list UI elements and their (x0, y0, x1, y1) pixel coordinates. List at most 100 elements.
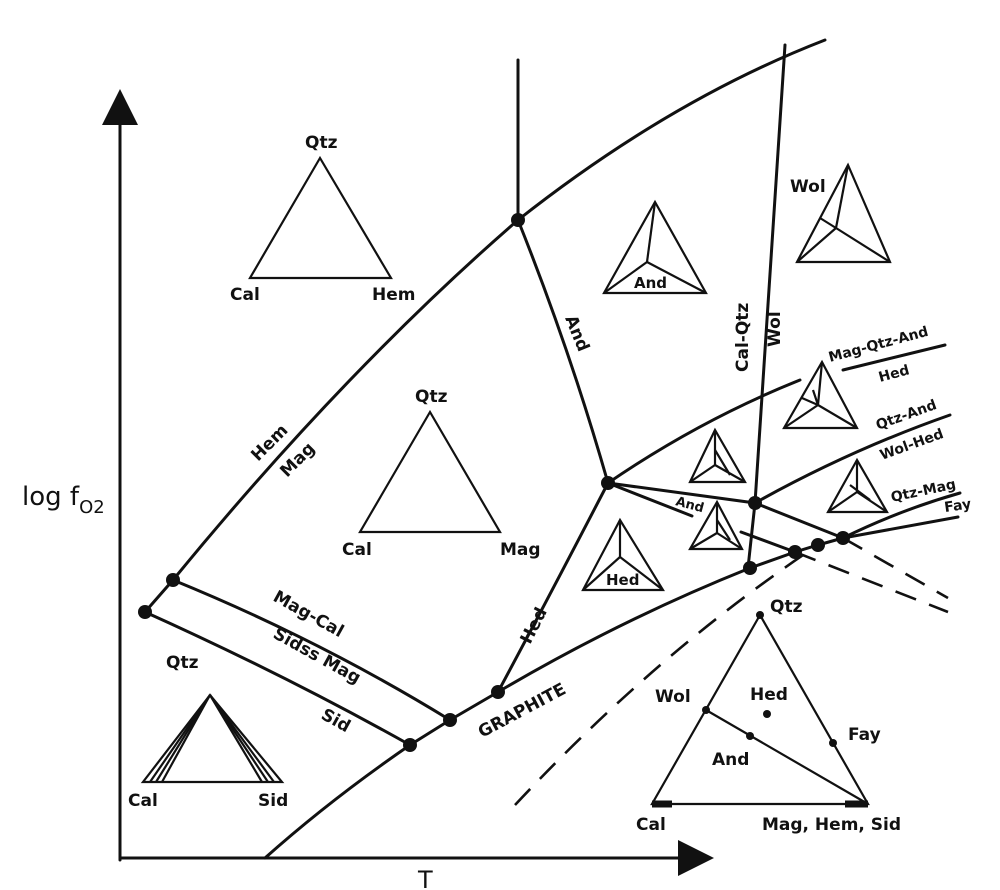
tetra-edge (582, 556, 621, 591)
tri3-left: Cal (128, 791, 158, 811)
tetra-edge (783, 404, 819, 429)
tri3-top: Qtz (166, 653, 199, 673)
ternary-lower-left (140, 693, 285, 784)
lower-boundary (263, 743, 412, 860)
tetra-mag-qtz-and (782, 359, 859, 430)
tetra-edge (819, 217, 837, 229)
tri4-fay: Fay (848, 725, 881, 745)
tetra-edge (619, 556, 664, 591)
tri4-wol: Wol (655, 687, 691, 707)
tie-line (209, 694, 275, 783)
tetra-edge (816, 361, 824, 406)
dashed-boundary-2 (794, 550, 949, 614)
tie-line (161, 694, 211, 783)
invariant-point (511, 213, 525, 227)
wol-tie-line (705, 709, 869, 805)
invariant-point (491, 685, 505, 699)
tri4-hed: Hed (750, 685, 788, 705)
tri2-top: Qtz (415, 387, 448, 407)
composition-point (829, 739, 837, 747)
tri4-left: Cal (636, 815, 666, 835)
tri2-left: Cal (342, 540, 372, 560)
tetra-and (602, 199, 708, 295)
tetra-wol (795, 162, 892, 264)
tetra-edge (716, 519, 731, 541)
tri4-and: And (712, 750, 749, 770)
label-cal-qtz: Cal-Qtz (733, 303, 753, 372)
tetra-edge (827, 491, 858, 513)
qtz-mag-boundary (841, 491, 962, 540)
mag-qtz-and-hed-line (841, 343, 947, 372)
tetra-edge (646, 261, 707, 294)
invariant-point (601, 476, 615, 490)
mag-qtz-and-boundary (606, 378, 802, 485)
ternary-middle (358, 409, 502, 534)
label-and-small: And (674, 494, 706, 516)
invariant-point (788, 545, 802, 559)
tetra-edge (603, 261, 648, 294)
tri1-right: Hem (372, 285, 415, 305)
tetra-hed-label: Hed (606, 571, 639, 589)
tetra-edge (801, 396, 819, 407)
label-mag: Mag (276, 439, 319, 482)
tetra-edge (796, 227, 837, 263)
tetra-edge (817, 404, 858, 429)
invariant-point (836, 531, 850, 545)
tetra-edge (716, 532, 743, 550)
label-hed: Hed (517, 604, 552, 647)
tetra-edge (811, 389, 820, 406)
short-boundary (143, 578, 175, 614)
label-hed-2: Hed (877, 362, 911, 386)
ternary-upper-left (248, 155, 393, 280)
composition-point (702, 706, 710, 714)
label-fay: Fay (943, 496, 972, 516)
composition-point (763, 710, 771, 718)
tetra-and-label: And (634, 274, 667, 292)
tri2-right: Mag (500, 540, 541, 560)
tetra-small-2 (826, 457, 889, 514)
label-wol: Wol (765, 311, 785, 347)
and-upper-boundary (606, 481, 845, 540)
hed-boundary (496, 481, 610, 694)
x-axis-label: T (417, 866, 433, 890)
tri1-top: Qtz (305, 133, 338, 153)
label-wol-hed: Wol-Hed (878, 426, 946, 464)
invariant-point (403, 738, 417, 752)
label-qtz-and: Qtz-And (874, 397, 939, 434)
tetra-edge (714, 449, 731, 476)
tetra-edge (689, 532, 718, 550)
composition-point (746, 732, 754, 740)
tetra-wol-label: Wol (790, 177, 826, 197)
tetra-small-1 (688, 427, 747, 484)
and-boundary (516, 218, 610, 485)
dashed-boundary-3 (514, 543, 819, 806)
tri1-left: Cal (230, 285, 260, 305)
tetra-edge (849, 484, 871, 501)
invariant-point (748, 496, 762, 510)
dashed-boundary-1 (842, 536, 949, 600)
tri4-right: Mag, Hem, Sid (762, 815, 901, 835)
label-mag-qtz-and: Mag-Qtz-And (827, 324, 930, 366)
label-graphite: GRAPHITE (475, 679, 570, 742)
tetra-edge (834, 164, 850, 229)
tetra-edge (689, 464, 716, 483)
invariant-point (138, 605, 152, 619)
tetra-small-3 (688, 499, 744, 551)
invariant-point (166, 573, 180, 587)
qtz-and-wol-hed-boundary (753, 413, 952, 505)
composition-point (756, 611, 764, 619)
tetra-edge (835, 227, 891, 263)
invariant-point (811, 538, 825, 552)
tri4-top: Qtz (770, 597, 803, 617)
tri3-right: Sid (258, 791, 288, 811)
graphite-boundary (408, 536, 845, 747)
sid-boundary (143, 610, 412, 747)
and-lower-boundary (606, 481, 797, 554)
fay-boundary (841, 515, 960, 540)
hem-mag-boundary (171, 38, 827, 582)
y-axis-label: log fO2 (22, 482, 105, 518)
invariant-point (443, 713, 457, 727)
tetra-edge (645, 201, 657, 263)
